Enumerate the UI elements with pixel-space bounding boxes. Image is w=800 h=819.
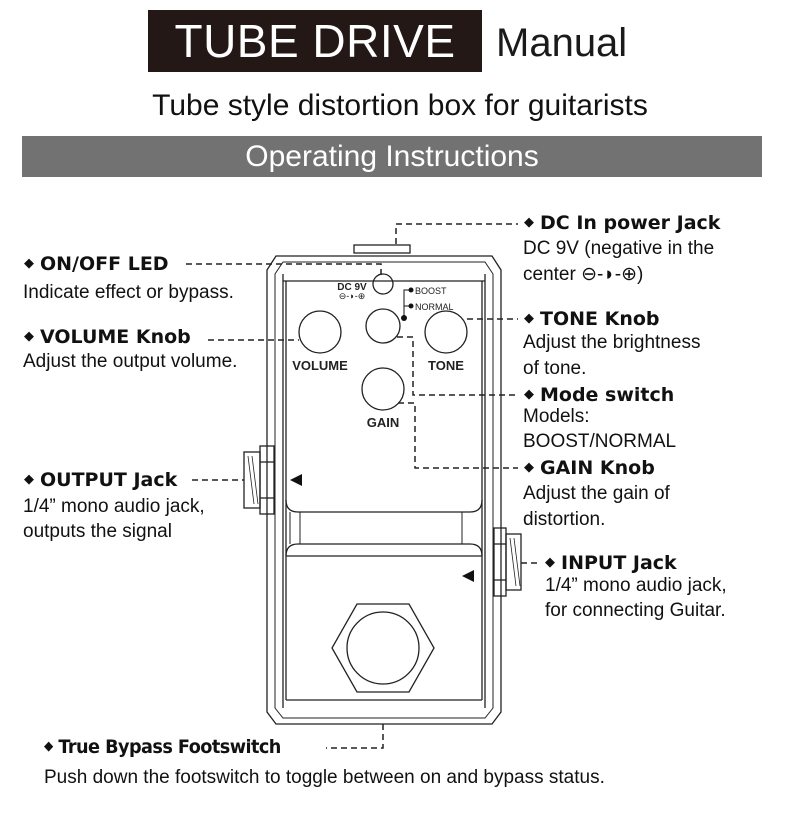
callout-volume-heading: ◆VOLUME Knob bbox=[24, 326, 191, 348]
callout-gain-line1: Adjust the gain of bbox=[523, 483, 670, 504]
callout-tone-heading: ◆TONE Knob bbox=[524, 308, 660, 330]
footswitch-shape bbox=[346, 611, 420, 685]
output-arrow-icon bbox=[290, 474, 302, 486]
bullet-icon: ◆ bbox=[524, 460, 534, 475]
footswitch-nut-shape bbox=[331, 603, 435, 693]
bullet-icon: ◆ bbox=[524, 215, 534, 230]
pedal-mode-boost-label: BOOST bbox=[415, 286, 447, 296]
callout-gain-heading: ◆GAIN Knob bbox=[524, 457, 655, 479]
pedal-volume-label: VOLUME bbox=[292, 358, 348, 373]
manual-title-suffix: Manual bbox=[496, 21, 628, 65]
mode-switch-shape bbox=[365, 308, 401, 344]
callout-dc-in-line2: center ⊖-◗-⊕) bbox=[523, 264, 644, 285]
callout-tone-line2: of tone. bbox=[523, 358, 587, 379]
manual-title: TUBE DRIVE bbox=[148, 10, 482, 72]
pedal-polarity-symbol: ⊖-◗-⊕ bbox=[339, 291, 366, 301]
bullet-icon: ◆ bbox=[524, 311, 534, 326]
leader-footswitch bbox=[326, 724, 384, 749]
pedal-tone-label: TONE bbox=[428, 358, 464, 373]
callout-dc-in-line1: DC 9V (negative in the bbox=[523, 238, 715, 259]
callout-output-line2: outputs the signal bbox=[23, 521, 172, 542]
bullet-icon: ◆ bbox=[44, 739, 53, 754]
input-arrow-icon bbox=[462, 570, 474, 582]
callout-mode-line1: Models: bbox=[523, 406, 590, 427]
callout-led-heading: ◆ON/OFF LED bbox=[24, 253, 169, 275]
callout-gain-line2: distortion. bbox=[523, 509, 606, 530]
callout-output-line1: 1/4” mono audio jack, bbox=[23, 496, 205, 517]
callout-input-heading: ◆INPUT Jack bbox=[545, 552, 677, 574]
pedal-body-outer bbox=[266, 255, 502, 725]
dc-jack-shape bbox=[353, 244, 411, 254]
tone-knob-shape bbox=[424, 310, 468, 354]
callout-output-heading: ◆OUTPUT Jack bbox=[24, 469, 178, 491]
input-jack-shape bbox=[493, 527, 507, 597]
bullet-icon: ◆ bbox=[545, 555, 555, 570]
callout-input-line2: for connecting Guitar. bbox=[545, 600, 726, 621]
leader-led bbox=[186, 263, 382, 275]
callout-footswitch-heading: ◆True Bypass Footswitch bbox=[44, 736, 281, 758]
callout-footswitch-line1: Push down the footswitch to toggle betwe… bbox=[44, 767, 605, 788]
pedal-dc-label: DC 9V bbox=[337, 282, 367, 293]
callout-tone-line1: Adjust the brightness bbox=[523, 332, 701, 353]
callout-input-line1: 1/4” mono audio jack, bbox=[545, 575, 727, 596]
volume-knob-shape bbox=[298, 310, 342, 354]
manual-subtitle: Tube style distortion box for guitarists bbox=[152, 89, 648, 122]
callout-mode-line2: BOOST/NORMAL bbox=[523, 431, 677, 452]
bullet-icon: ◆ bbox=[24, 329, 34, 344]
led-indicator-shape bbox=[372, 273, 394, 295]
gain-knob-shape bbox=[361, 367, 405, 411]
leader-dc-in bbox=[395, 223, 518, 244]
callout-volume-line1: Adjust the output volume. bbox=[23, 351, 238, 372]
section-heading-bar: Operating Instructions bbox=[22, 136, 762, 177]
leader-gain bbox=[398, 402, 518, 469]
callout-led-line1: Indicate effect or bypass. bbox=[23, 282, 234, 303]
pedal-gain-label: GAIN bbox=[367, 415, 400, 430]
bullet-icon: ◆ bbox=[24, 256, 34, 271]
callout-dc-in-heading: ◆DC In power Jack bbox=[524, 212, 721, 234]
pedal-mode-normal-label: NORMAL bbox=[415, 302, 454, 312]
leader-mode bbox=[397, 336, 518, 396]
bullet-icon: ◆ bbox=[24, 472, 34, 487]
bullet-icon: ◆ bbox=[524, 387, 534, 402]
callout-mode-heading: ◆Mode switch bbox=[524, 384, 675, 406]
